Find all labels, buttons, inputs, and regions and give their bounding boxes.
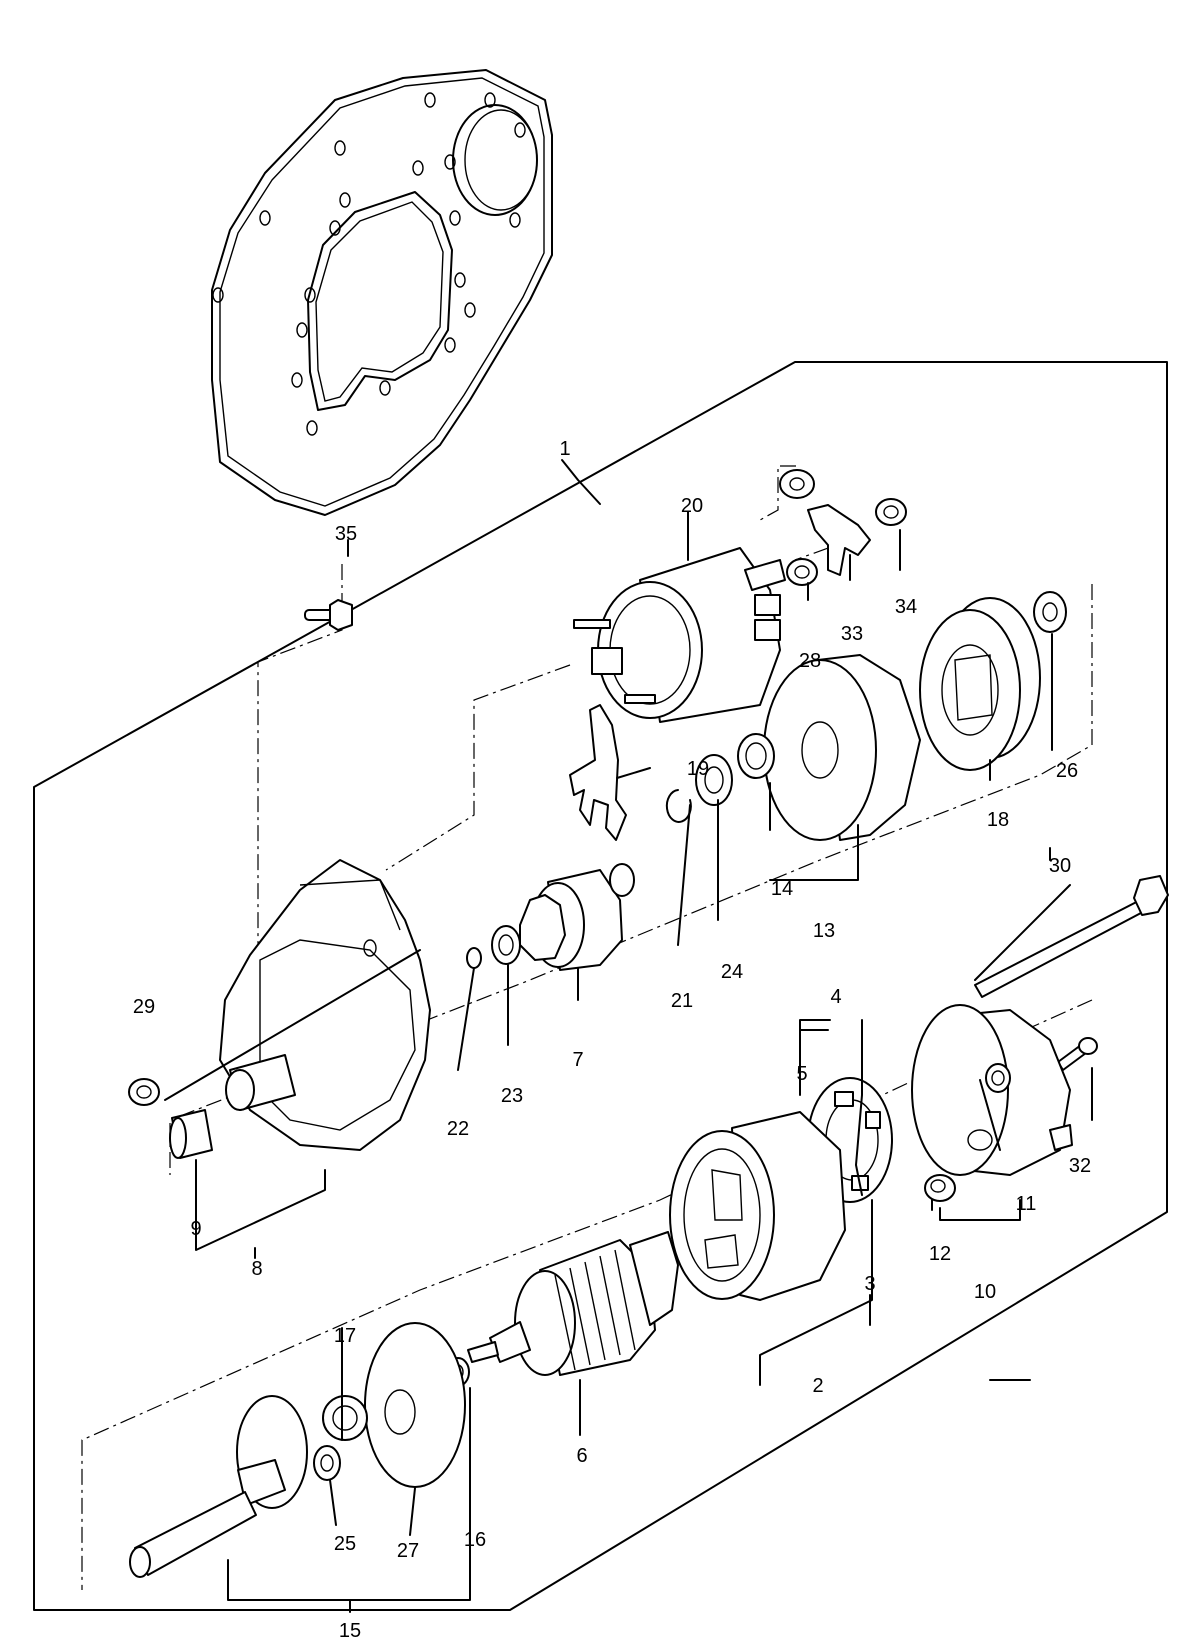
callout-9: 9	[190, 1218, 201, 1240]
part-6-armature	[467, 1231, 679, 1376]
callout-28: 28	[799, 650, 821, 672]
callout-13: 13	[813, 920, 835, 942]
callout-2: 2	[812, 1375, 823, 1397]
callout-33: 33	[841, 623, 863, 645]
callout-20: 20	[681, 495, 703, 517]
mounting-plate	[211, 69, 553, 516]
callout-24: 24	[721, 961, 743, 983]
part-30-through-bolt	[974, 875, 1169, 998]
part-32-screw	[1057, 1037, 1098, 1071]
callout-labels: 1 2 3 4 5 6 7 8 9 10 11 12 13 14 15 16 1…	[133, 438, 1091, 1642]
part-17-gear	[322, 1395, 368, 1441]
part-18-clutch	[919, 597, 1041, 771]
part-23-collar	[491, 925, 521, 965]
callout-3: 3	[864, 1273, 875, 1295]
callout-34: 34	[895, 596, 917, 618]
callout-30: 30	[1049, 855, 1071, 877]
part-19-lever	[569, 704, 627, 841]
callout-17: 17	[334, 1325, 356, 1347]
kit-boundary	[33, 361, 1168, 1611]
callout-23: 23	[501, 1085, 523, 1107]
callout-11: 11	[1016, 1193, 1037, 1215]
callout-1: 1	[559, 438, 570, 460]
part-12-cap	[924, 1174, 956, 1202]
callout-25: 25	[334, 1533, 356, 1555]
callout-27: 27	[397, 1540, 419, 1562]
part-26-washer	[1033, 591, 1067, 633]
leader-lines	[164, 459, 1093, 1613]
part-29-nut	[128, 1078, 160, 1106]
part-27-plate	[364, 1322, 466, 1488]
part-13-gear-housing	[763, 654, 921, 841]
callout-32: 32	[1069, 1155, 1091, 1177]
callout-6: 6	[576, 1445, 587, 1467]
callout-18: 18	[987, 809, 1009, 831]
callout-21: 21	[671, 990, 693, 1012]
part-10-end-cover	[911, 1004, 1073, 1176]
callout-22: 22	[447, 1118, 469, 1140]
callout-35: 35	[335, 523, 357, 545]
callout-12: 12	[929, 1243, 951, 1265]
callout-19: 19	[687, 758, 709, 780]
callout-14: 14	[771, 878, 793, 900]
part-nuts	[779, 469, 907, 586]
callout-5: 5	[796, 1063, 807, 1085]
part-21-snap-ring	[665, 789, 692, 823]
part-7-pinion-drive	[519, 863, 635, 971]
part-2-yoke	[669, 1111, 846, 1301]
part-9-bushing	[169, 1109, 213, 1159]
callout-10: 10	[974, 1281, 996, 1303]
part-25-washer	[313, 1445, 341, 1481]
part-22-ring	[466, 947, 482, 969]
part-20-solenoid	[573, 547, 786, 723]
part-14-bushing	[737, 733, 775, 779]
part-35-bolt	[304, 599, 353, 631]
callout-26: 26	[1056, 760, 1078, 782]
callout-29: 29	[133, 996, 155, 1018]
callout-16: 16	[464, 1529, 486, 1551]
callout-4: 4	[830, 986, 841, 1008]
callout-7: 7	[572, 1049, 583, 1071]
part-24-washer	[695, 754, 733, 806]
part-15-shaft	[129, 1395, 308, 1578]
callout-15: 15	[339, 1620, 361, 1642]
part-33-terminal-plate	[807, 504, 871, 576]
callout-8: 8	[251, 1258, 262, 1280]
